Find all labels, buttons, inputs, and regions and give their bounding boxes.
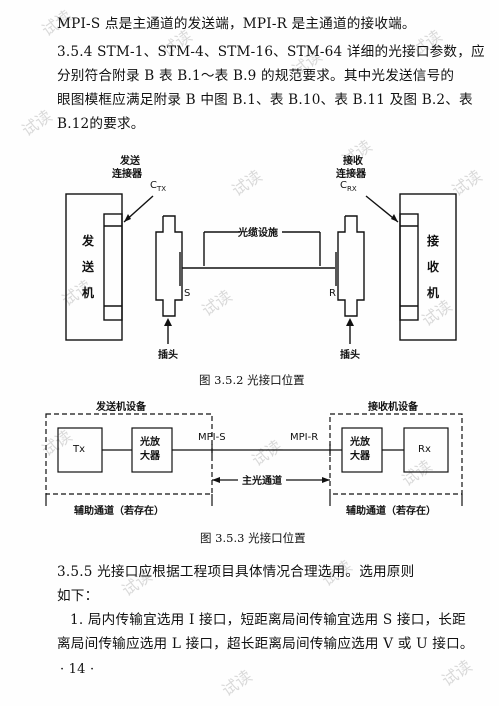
paragraph-line: 如下： [57, 588, 99, 604]
main-channel-label: 主光通道 [238, 472, 286, 487]
section-3-5-4-line: 3.5.4 STM-1、STM-4、STM-16、STM-64 详细的光接口参数… [57, 44, 485, 60]
mpi-s-label: MPI-S [198, 432, 226, 443]
rx-block-label: Rx [418, 444, 431, 455]
paragraph-line: 1. 局内传输宜选用 I 接口，短距离局间传输宜选用 S 接口，长距 [70, 612, 466, 628]
cable-facility-label: 光缆设施 [238, 228, 278, 239]
plug-label: 插头 [340, 350, 360, 361]
crx-label: CRX [340, 180, 357, 193]
paragraph-line: B.12的要求。 [57, 116, 145, 132]
paragraph-line: 眼图模框应满足附录 B 中图 B.1、表 B.10、表 B.11 及图 B.2、… [57, 92, 473, 108]
mpi-r-label: MPI-R [290, 432, 319, 443]
tx-connector-label: 发送 [120, 156, 140, 167]
paragraph-line: MPI-S 点是主通道的发送端，MPI-R 是主通道的接收端。 [57, 16, 416, 32]
amplifier-label: 光放大器 [350, 437, 370, 462]
section-3-5-5-line: 3.5.5 光接口应根据工程项目具体情况合理选用。选用原则 [57, 564, 415, 580]
paragraph-line: 分别符合附录 B 表 B.1～表 B.9 的规范要求。其中光发送信号的 [57, 68, 455, 84]
point-s-label: S [184, 288, 191, 299]
rx-connector-label: 连接器 [336, 169, 366, 180]
tx-equipment-label: 发送机设备 [96, 402, 146, 413]
receiver-label: 接收机 [426, 234, 439, 300]
figure-caption: 图 3.5.2 光接口位置 [199, 373, 305, 387]
transmitter-label: 发送机 [81, 234, 94, 300]
rx-connector-label: 接收 [343, 156, 363, 167]
page-number: · 14 · [60, 662, 95, 677]
tx-connector-label: 连接器 [112, 169, 142, 180]
ctx-label: CTX [150, 180, 167, 193]
point-r-label: R [329, 288, 336, 299]
plug-label: 插头 [158, 350, 178, 361]
rx-equipment-label: 接收机设备 [368, 402, 418, 413]
tx-block-label: Tx [73, 444, 86, 455]
aux-channel-label: 辅助通道（若存在） [346, 506, 436, 517]
aux-channel-label: 辅助通道（若存在） [74, 506, 164, 517]
figure-caption: 图 3.5.3 光接口位置 [200, 531, 306, 545]
amplifier-label: 光放大器 [140, 437, 160, 462]
paragraph-line: 离局间传输应选用 L 接口，超长距离局间传输应选用 V 或 U 接口。 [57, 636, 474, 652]
